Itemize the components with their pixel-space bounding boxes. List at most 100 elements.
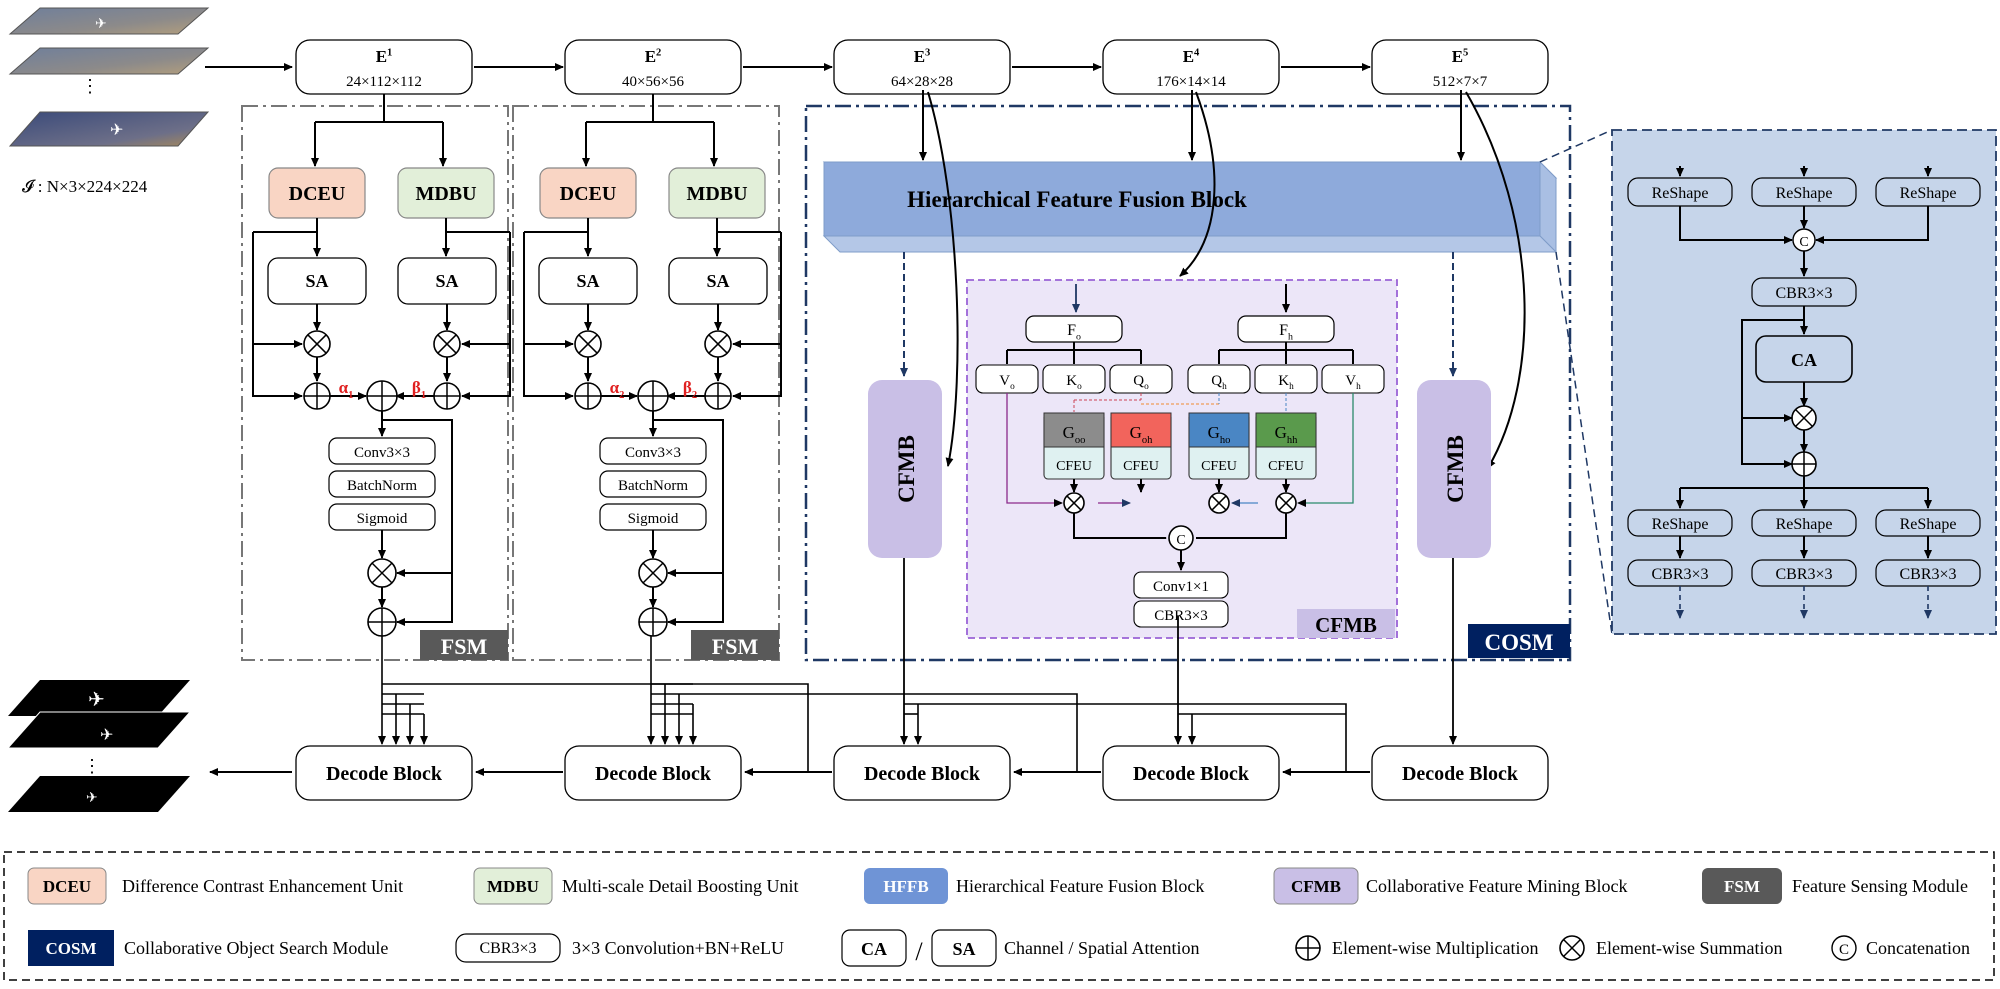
sa-label: SA (435, 271, 458, 291)
g-block-head (1110, 412, 1172, 448)
legend-desc: Channel / Spatial Attention (1004, 938, 1199, 958)
legend-key-text: SA (952, 939, 975, 959)
legend-desc: Difference Contrast Enhancement Unit (122, 876, 403, 896)
connector (1815, 206, 1929, 244)
legend-key-mdbu (473, 867, 553, 905)
encoder-name: E4 (1183, 47, 1200, 66)
cosm-badge (1468, 624, 1570, 658)
input-label: 𝓘 : N×3×224×224 (22, 177, 148, 196)
head-label-sub: h (1356, 382, 1361, 392)
legend-key-ca (841, 929, 907, 967)
legend-key-text: COSM (46, 939, 97, 958)
decode-box (295, 745, 473, 801)
decode-label: Decode Block (595, 763, 712, 785)
cfeu-label: CFEU (1123, 459, 1159, 474)
g-block-head (1188, 412, 1250, 448)
g-label-main: G (1275, 423, 1287, 442)
legend-slash: / (915, 937, 923, 966)
head-label-main: K (1066, 373, 1077, 389)
connector (382, 419, 453, 577)
head-label: Qh (1211, 373, 1227, 392)
fsm-frame (512, 105, 780, 661)
connector (732, 344, 782, 400)
reshape-label: ReShape (1776, 516, 1833, 533)
decode-block-5: Decode Block (1371, 745, 1549, 801)
alpha-weight-main: α (610, 378, 620, 397)
connector (653, 419, 724, 577)
dceu-label: DCEU (289, 183, 346, 205)
reshape-label: ReShape (1900, 516, 1957, 533)
legend-key-hffb (864, 868, 948, 904)
dceu-label: DCEU (560, 183, 617, 205)
conv-box (328, 437, 436, 465)
hffb-bar: Hierarchical Feature Fusion Block (822, 160, 1558, 254)
legend-key-text: MDBU (487, 877, 539, 896)
svg-text:⋮: ⋮ (81, 76, 99, 96)
svg-text:✈: ✈ (95, 17, 107, 32)
reshape-label: ReShape (1776, 185, 1833, 202)
encoder-dims: 176×14×14 (1156, 74, 1226, 90)
fo-label: Fo (1067, 322, 1081, 342)
cfmb-left: CFMB (868, 380, 942, 558)
svg-text:✈: ✈ (88, 689, 105, 711)
svg-text:✈: ✈ (86, 791, 98, 806)
head-label-main: K (1278, 373, 1289, 389)
connector (1794, 408, 1814, 428)
skip-connections (378, 636, 1347, 772)
alpha-weight-main: α (339, 378, 349, 397)
fh-label-sub: h (1288, 331, 1293, 342)
legend-key-dceu (27, 867, 107, 905)
head-label-sub: h (1222, 382, 1227, 392)
fsm-badge-text: FSM (712, 634, 759, 659)
connector (578, 334, 598, 354)
mdbu-label: MDBU (686, 183, 747, 205)
conv-label: Conv3×3 (354, 445, 410, 461)
g-label-sub: hh (1287, 435, 1298, 446)
fh-label-main: F (1279, 322, 1288, 339)
concat-label: C (1799, 235, 1808, 250)
decode-box (1102, 745, 1280, 801)
cbr-label: CBR3×3 (1154, 608, 1207, 624)
svg-text:✈: ✈ (100, 727, 113, 744)
connector (642, 562, 664, 584)
encoder-name-main: E (376, 47, 387, 66)
legend-key-text: CFMB (1291, 877, 1341, 896)
connector (437, 334, 457, 354)
encoder-name: E3 (914, 47, 931, 66)
g-label-main: G (1208, 423, 1220, 442)
connector (1679, 206, 1793, 244)
g-block-head (1043, 412, 1105, 448)
beta-weight-sub: 1 (421, 390, 426, 401)
encoder-name-sub: 5 (1463, 48, 1468, 59)
decode-box (1371, 745, 1549, 801)
encoder-dims: 40×56×56 (622, 74, 684, 90)
cosm-region (804, 104, 1572, 662)
decode-block-4: Decode Block (1102, 745, 1280, 801)
connector (1066, 495, 1082, 511)
cbr-box (1133, 600, 1229, 628)
connector (1741, 319, 1804, 422)
g-label-sub: ho (1220, 435, 1231, 446)
head-label-main: V (1345, 373, 1356, 389)
head-label-sub: o (1144, 382, 1149, 392)
head-label-sub: o (1010, 382, 1015, 392)
g-block-head (1255, 412, 1317, 448)
decode-block-1: Decode Block (295, 745, 473, 801)
legend-concat-icon (1831, 935, 1857, 961)
cbr-label: CBR3×3 (1899, 566, 1956, 583)
legend-key-sa (931, 929, 997, 967)
cfeu-label: CFEU (1201, 459, 1237, 474)
connector (708, 334, 728, 354)
legend-desc: Collaborative Object Search Module (124, 938, 388, 958)
g-label-sub: oo (1075, 435, 1086, 446)
concat-label: C (1176, 533, 1185, 548)
alpha-weight: α1 (339, 378, 354, 401)
encoder-name-main: E (914, 47, 925, 66)
connector (461, 344, 511, 400)
fsm-frame (241, 105, 509, 661)
connector (523, 344, 574, 400)
